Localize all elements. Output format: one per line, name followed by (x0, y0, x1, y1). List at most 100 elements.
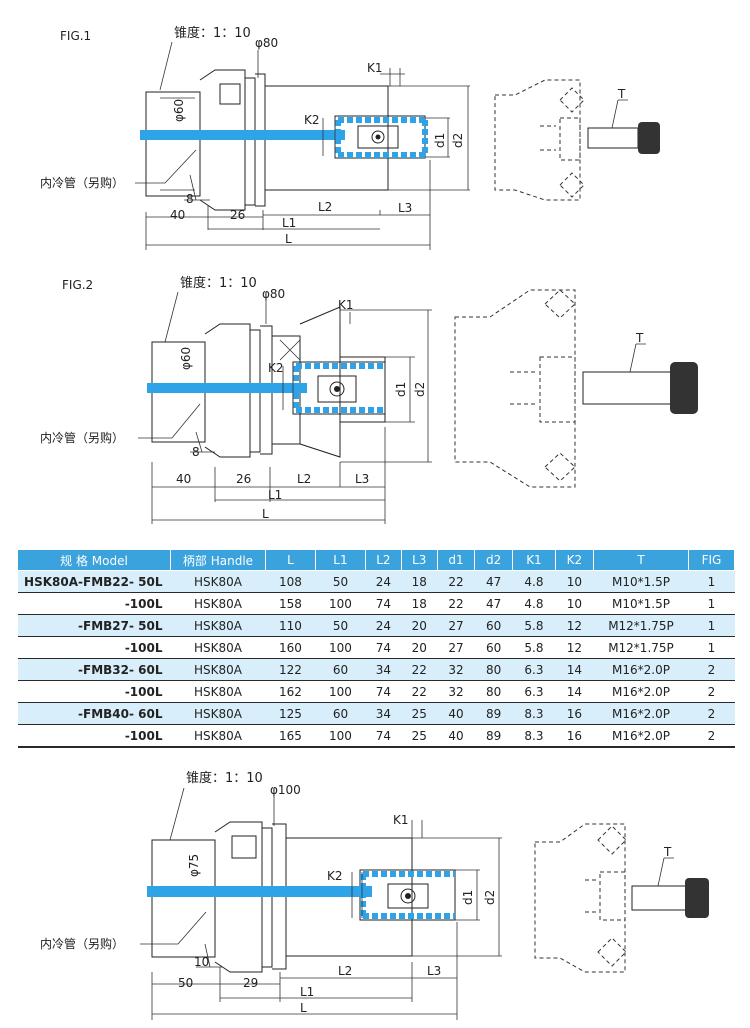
cell-model: -100L (17, 680, 171, 703)
cutter-pocket (147, 361, 386, 415)
dim-26-label: 26 (236, 472, 251, 486)
figure-2: FIG.2 锥度：1：10 φ80 φ60 8 40 26 L2 L3 L1 L… (0, 262, 750, 540)
dim-l3-label: L3 (355, 472, 369, 486)
table-cell: 5.8 (512, 614, 556, 637)
dimension-lines (151, 309, 432, 524)
dim-k1-label: K1 (393, 813, 409, 827)
header-l3: L3 (400, 549, 438, 571)
table-cell: M10*1.5P (593, 592, 689, 615)
dim-k1-label: K1 (338, 298, 354, 312)
table-cell: 22 (437, 570, 475, 593)
table-cell: 100 (315, 636, 366, 659)
header-fig: FIG (687, 549, 736, 571)
dim-t-label: T (635, 331, 644, 345)
cutter-side-view (494, 79, 585, 201)
table-cell: M12*1.75P (593, 636, 689, 659)
table-cell: 24 (365, 614, 402, 637)
cutter-pocket (147, 869, 456, 921)
header-t: T (592, 549, 689, 571)
table-cell: 60 (315, 658, 366, 681)
dim-l1-label: L1 (300, 985, 314, 999)
dim-d2-label: d2 (413, 382, 427, 397)
header-d2: d2 (474, 549, 513, 571)
figure-2-drawing: FIG.2 锥度：1：10 φ80 φ60 8 40 26 L2 L3 L1 L… (40, 275, 698, 524)
table-cell: 100 (315, 592, 366, 615)
table-cell: 60 (474, 636, 513, 659)
table-cell: 80 (474, 658, 513, 681)
dim-d1-label: d1 (394, 382, 408, 397)
table-cell: 25 (401, 702, 438, 725)
table-cell: HSK80A (170, 680, 266, 703)
dim-t-label: T (663, 845, 672, 859)
table-cell: M12*1.75P (593, 614, 689, 637)
header-k2: K2 (554, 549, 594, 571)
header-l2: L2 (364, 549, 402, 571)
dimension-lines (145, 68, 470, 250)
header-l: L (265, 549, 316, 571)
table-cell: 158 (265, 592, 316, 615)
figure-1: FIG.1 锥度：1：10 φ80 φ60 8 40 26 L1 L2 L3 L (0, 0, 750, 260)
clamp-screw (587, 99, 660, 154)
coolant-note: 内冷管（另购） (40, 430, 124, 445)
figure-1-drawing: FIG.1 锥度：1：10 φ80 φ60 8 40 26 L1 L2 L3 L (40, 25, 660, 250)
flange-diameter-label: φ100 (270, 783, 301, 797)
figure-3-drawing: 锥度：1：10 φ100 φ75 10 50 29 L2 L3 L1 L K1 … (40, 770, 709, 1020)
body-diameter-label: φ75 (187, 854, 201, 877)
table-cell: 22 (401, 658, 438, 681)
table-cell: 12 (555, 614, 594, 637)
taper-label: 锥度：1：10 (180, 275, 257, 291)
table-cell: HSK80A (170, 702, 266, 725)
table-cell: 47 (474, 592, 513, 615)
table-cell: 32 (437, 658, 475, 681)
table-cell: 160 (265, 636, 316, 659)
dim-50-label: 50 (178, 976, 193, 990)
table-cell: 18 (401, 592, 438, 615)
table-cell: 8.3 (512, 724, 556, 748)
table-cell: 14 (555, 680, 594, 703)
dim-8-label: 8 (186, 192, 194, 206)
table-cell: 14 (555, 658, 594, 681)
table-cell: HSK80A (170, 570, 266, 593)
header-model: 规 格 Model (17, 549, 171, 571)
dim-d1-label: d1 (461, 890, 475, 905)
table-cell: 6.3 (512, 658, 556, 681)
taper-label: 锥度：1：10 (174, 25, 251, 41)
table-cell: 20 (401, 614, 438, 637)
header-k1: K1 (512, 549, 556, 571)
clamp-screw (582, 343, 698, 414)
table-cell: 50 (315, 614, 366, 637)
table-cell: 1 (688, 592, 735, 615)
table-cell: 2 (688, 724, 735, 748)
body-diameter-label: φ60 (179, 347, 193, 370)
dim-k2-label: K2 (327, 869, 343, 883)
dim-k2-label: K2 (304, 113, 320, 127)
table-cell: 4.8 (512, 570, 556, 593)
dim-l1-label: L1 (268, 488, 282, 502)
table-cell: 89 (474, 702, 513, 725)
cell-model: -100L (17, 592, 171, 615)
table-cell: 60 (474, 614, 513, 637)
table-cell: HSK80A (170, 592, 266, 615)
table-cell: 2 (688, 702, 735, 725)
table-cell: 22 (437, 592, 475, 615)
header-d1: d1 (436, 549, 476, 571)
table-cell: 100 (315, 680, 366, 703)
table-cell: 108 (265, 570, 316, 593)
table-cell: 74 (365, 724, 402, 748)
dim-t-label: T (617, 87, 626, 101)
dim-d2-label: d2 (483, 890, 497, 905)
table-cell: 50 (315, 570, 366, 593)
clamp-screw (631, 857, 709, 918)
flange-diameter-label: φ80 (255, 36, 278, 50)
dim-d1-label: d1 (433, 133, 447, 148)
table-cell: 122 (265, 658, 316, 681)
dim-l1-label: L1 (282, 216, 296, 230)
table-cell: 16 (555, 724, 594, 748)
table-header-row: 规 格 Model 柄部 Handle L L1 L2 L3 d1 d2 K1 … (17, 549, 736, 571)
table-cell: 8.3 (512, 702, 556, 725)
dim-l-label: L (262, 507, 269, 521)
table-cell: 1 (688, 614, 735, 637)
cutter-side-view (534, 823, 627, 973)
